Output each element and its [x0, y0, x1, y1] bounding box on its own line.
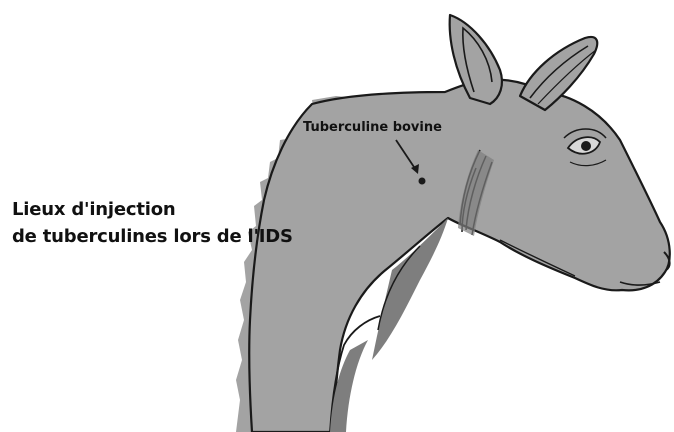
caption: Lieux d'injection de tuberculines lors d…: [12, 196, 293, 250]
caption-line-2: de tuberculines lors de l'IDS: [12, 223, 293, 250]
eye-pupil: [581, 141, 591, 151]
injection-site-dot: [419, 178, 426, 185]
injection-label-bovine: Tuberculine bovine: [303, 120, 442, 135]
caption-line-1: Lieux d'injection: [12, 196, 293, 223]
